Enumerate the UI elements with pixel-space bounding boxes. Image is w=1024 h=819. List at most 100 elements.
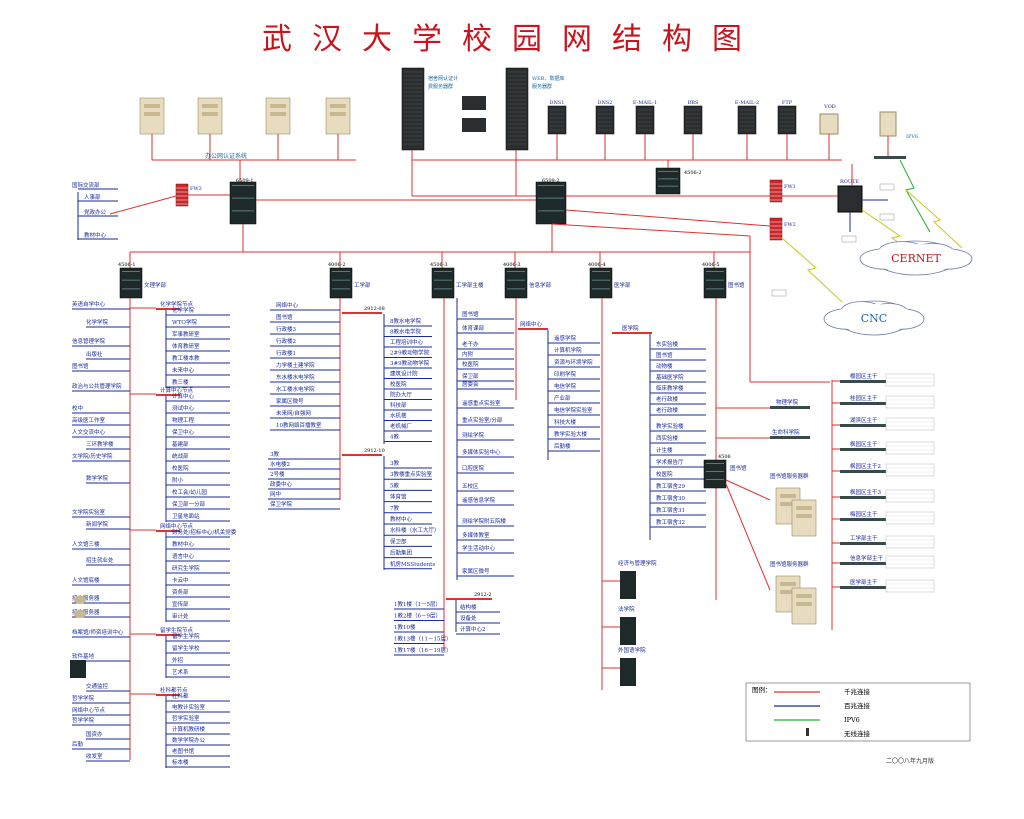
legend-item-0: 千兆连接 [844,687,871,696]
branch-switch-4006-2 [329,267,353,299]
col1-item-18: 招生服务器 [72,608,100,616]
col1-item-0: 英语自学中心 [72,300,106,308]
group-b-item-6: 校医院 [172,464,189,472]
switch-slot [507,279,525,281]
col2b-item-5: 建筑设计院 [390,370,418,378]
col2e-item-1: 1教2楼（6－9层） [394,612,441,620]
group-d-item-3: 艺术系 [172,668,189,676]
blade-2 [462,118,486,132]
col6-item-3: 枫园区主干 [850,440,878,448]
rack2-label: WEB、数据库 [532,75,564,82]
group-a-item-6: 教三楼 [172,378,189,386]
server-label-5: FTP [782,100,793,106]
branch-switch-4506-3 [431,267,455,299]
server-label-1: DNS2 [598,100,613,106]
col1-item-26: 后勤 [72,740,84,748]
col3b-item-2: 计算机学院 [554,346,582,354]
col6-item-1: 桂园区主干 [850,394,878,402]
core-switch-6509-2 [535,181,567,225]
server-bay [202,104,218,108]
col4b-item-3: 学术报告厅 [656,458,684,466]
col2-switch-c [446,598,492,600]
legend-title: 图例： [752,685,772,694]
server-bay [330,104,346,108]
branch-switch-4006-5 [703,267,727,299]
col6-item-8: 信息学部主干 [850,554,884,562]
col2-switch-b [342,454,382,456]
group-e-item-2: 哲学实验室 [172,714,200,722]
col2d-item-9: 机房MSStudents [390,560,435,568]
col4b-item-8: 教工宿舍32 [656,518,685,526]
col1-item-3: 出版社 [86,350,103,358]
col4b-item-0: 教学实验楼 [656,422,684,430]
switch-slot [706,471,724,472]
core-s2-label: 6509-2 [542,178,560,184]
col2e-item-2: 1教10楼 [394,623,416,631]
col4c-item-2: 外国语学院 [618,646,646,654]
col1-item-14: 人文馆三楼 [72,540,100,548]
server-bay [330,112,346,116]
col6-bar-6 [840,518,886,521]
col4b-item-2: 计生楼 [656,446,673,454]
branch-switch-label-3: 4006-3 [503,262,521,268]
legend-box [745,682,971,742]
group-b-item-5: 统战部 [172,452,189,460]
col3b-item-9: 教学实验大楼 [554,430,588,438]
col2b-item-7: 院办大厅 [390,391,413,399]
switch-slot [434,279,452,281]
server-bay [780,590,796,594]
group-c-item-7: 审计处 [172,612,189,620]
col3b-item-8: 科技大楼 [554,418,577,426]
col5-item-3: 图书馆 [730,464,747,472]
col2f-item-2: 计算中心2 [460,625,486,633]
recruit-server-1 [74,596,86,604]
col6-item-5: 枫园区主干3 [850,488,882,496]
ipv6-link [899,159,931,233]
server-bay [796,514,812,518]
col2b-item-11: 4教 [390,433,399,441]
col3a-item-8: 重点实验室/分部 [462,416,503,424]
col2a-item-6: 东水楼水电学院 [276,373,315,381]
branch-label-3: 信息学部 [529,281,552,289]
switch-slot [332,271,350,272]
col6-table-8 [885,555,935,569]
col3a-item-12: 五校区 [462,482,479,490]
fw1-label: FW1 [784,184,796,190]
col2d-item-0: 3教 [390,459,399,467]
group-a-item-0: 化学学院 [172,306,195,314]
col1-item-4: 图书馆 [72,362,89,370]
switch-slot [332,288,350,290]
col2f-item-1: 设备处 [460,614,477,622]
col2a-item-4: 行政楼1 [276,349,296,357]
col1-item-11: 数学学院 [86,474,109,482]
rack1-label-2: 费服务器群 [428,83,453,90]
col3a-item-1: 体育课部 [462,324,485,332]
lib-link-1 [725,479,771,501]
switch-slot [706,288,724,290]
col3a-item-11: 口腔医院 [462,464,485,472]
col6-bar-2 [840,424,886,427]
trunk-right [551,223,751,237]
col2d-item-2: 5教 [390,481,399,489]
col5-bar-1 [770,406,810,409]
tag-4 [771,289,787,297]
branch-switch-label-0: 4506-1 [118,262,136,268]
col5-item-2: 4506 [718,454,731,460]
switch-slot [122,279,140,281]
tag-2 [879,213,895,221]
col5-item-5: 图书馆服务器群 [770,560,809,568]
admin-0: 国际交流部 [72,181,100,189]
col4c-item-0: 经济与管理学院 [618,559,657,567]
col1-item-1: 化学学院 [86,318,109,326]
col2a-item-10: 10教网络百播教室 [276,421,322,429]
cnc-cloud-fill [831,304,917,332]
col6-item-2: 湖滨区主干 [850,416,878,424]
group-c-item-4: 卡云中 [172,576,189,584]
col4c-item-1: 法学院 [618,605,635,613]
col2b-item-10: 老机械厂 [390,422,413,430]
switch-4506-2 [655,167,681,195]
col2-switch-a-label: 2912-08 [364,306,385,312]
col4a-item-5: 临床教学楼 [656,384,684,392]
legend-item-3: 无线连接 [844,729,871,738]
